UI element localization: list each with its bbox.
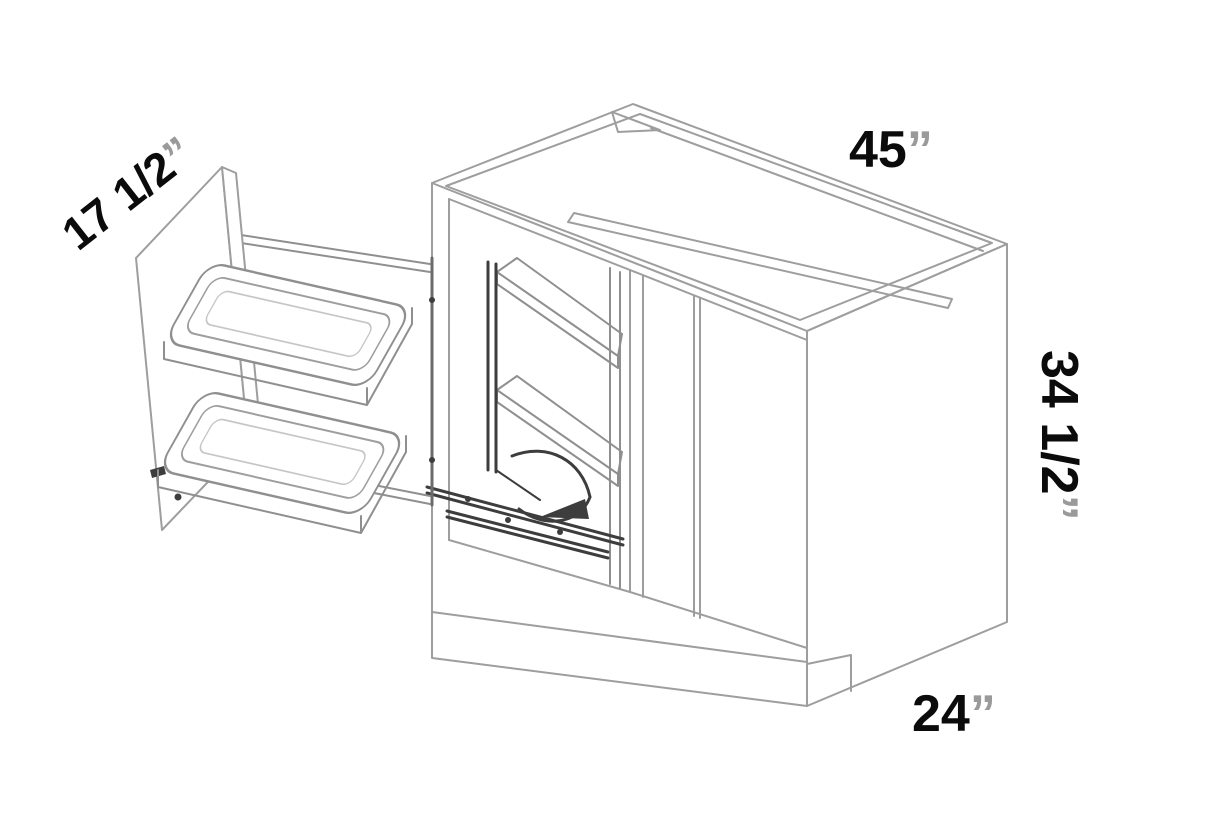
cabinet-interior	[496, 257, 623, 589]
dimension-height-label: 34 1/2”	[1030, 350, 1088, 521]
blind-panel-gap-lines	[693, 295, 701, 619]
pivot-post	[486, 260, 498, 474]
tray-upper-inner-rim	[187, 277, 391, 371]
tray-upper-wall	[163, 307, 413, 406]
dimension-depth-value: 24	[912, 685, 970, 743]
opening-top-edge	[448, 198, 808, 341]
back-stretcher-line	[650, 127, 984, 252]
door-tray-lower	[157, 392, 407, 534]
rail-screw-2	[505, 517, 511, 523]
dimension-width-unit: ”	[907, 121, 933, 179]
corner-block	[611, 111, 661, 133]
slide-rail-upper	[425, 485, 625, 547]
arm-link	[495, 469, 541, 501]
tray-upper-base-line	[205, 290, 372, 358]
post-screw-1	[429, 297, 435, 303]
toe-kick-notch	[806, 654, 852, 692]
tray-lower-base-line	[199, 418, 366, 486]
opening-right-stile	[629, 269, 644, 598]
toe-kick-front-line	[431, 611, 808, 663]
interior-tray-upper	[496, 257, 623, 369]
interior-tray-lower	[496, 375, 623, 487]
dimension-height-value: 34 1/2	[1030, 350, 1088, 495]
hardware-fittings	[429, 297, 589, 535]
dimension-depth-label: 24”	[912, 685, 996, 743]
tray-lower-outer-rim	[163, 392, 401, 514]
cabinet-carcass	[431, 103, 1008, 707]
tray-lower-inner-rim	[181, 405, 385, 499]
dimension-height-unit: ”	[1030, 495, 1088, 521]
opening-bottom-edge	[448, 539, 808, 649]
blind-panel-inner-edge	[609, 267, 621, 589]
door-tray-upper	[163, 264, 413, 406]
slide-rail-lower	[445, 509, 610, 560]
swing-arm-plate	[540, 499, 589, 519]
dimension-depth-unit: ”	[970, 685, 996, 743]
door-assembly	[135, 166, 431, 534]
tray-lower-wall	[157, 435, 407, 534]
top-stretcher-rail	[567, 212, 953, 309]
post-screw-2	[429, 457, 435, 463]
rail-screw-3	[557, 529, 563, 535]
swing-arm-upper-curve	[510, 449, 592, 499]
dimension-width-value: 45	[849, 121, 907, 179]
rail-screw-1	[465, 496, 471, 502]
door-foot-screw	[174, 493, 182, 501]
dimension-width-label: 45”	[849, 121, 933, 179]
top-rim-inner	[445, 113, 993, 321]
right-side-panel	[806, 243, 1008, 707]
mount-rail-upper	[227, 232, 431, 273]
